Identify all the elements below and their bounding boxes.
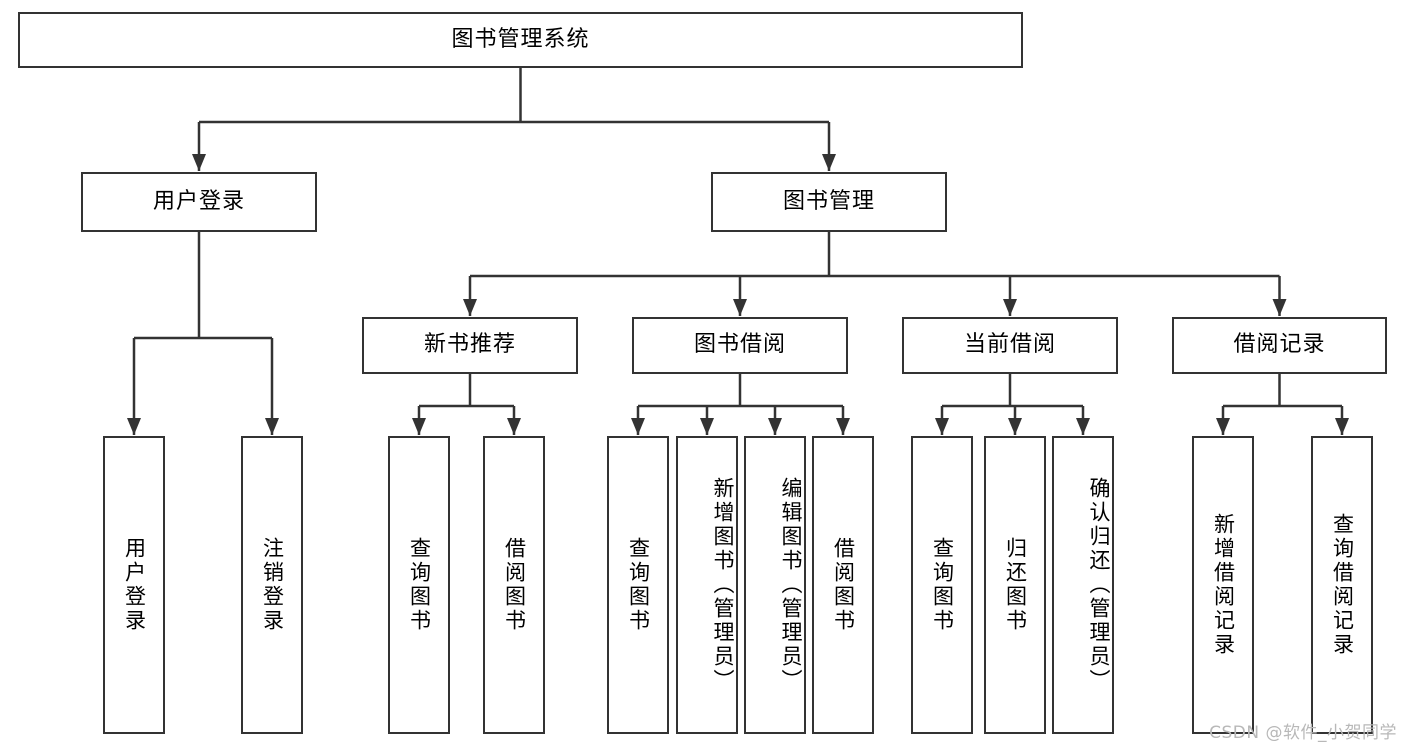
node-label: 用户登录 xyxy=(152,188,245,214)
node-label: 查询图书 xyxy=(407,537,432,633)
node-label: 注销登录 xyxy=(260,537,285,633)
node-borrow[interactable]: 图书借阅 xyxy=(632,317,848,374)
node-leaf-query-book-3[interactable]: 查询图书 xyxy=(911,436,973,734)
edge-arrowhead xyxy=(631,418,645,435)
edge-arrowhead xyxy=(700,418,714,435)
edge-arrowhead xyxy=(836,418,850,435)
node-leaf-borrow-book-2[interactable]: 借阅图书 xyxy=(812,436,874,734)
node-leaf-borrow-book-1[interactable]: 借阅图书 xyxy=(483,436,545,734)
node-leaf-query-book-2[interactable]: 查询图书 xyxy=(607,436,669,734)
node-login[interactable]: 用户登录 xyxy=(81,172,317,232)
edge-arrowhead xyxy=(822,154,836,171)
node-label: 归还图书 xyxy=(1003,537,1028,633)
node-leaf-query-record[interactable]: 查询借阅记录 xyxy=(1311,436,1373,734)
node-label: 查询借阅记录 xyxy=(1330,513,1355,657)
node-label: 图书管理 xyxy=(782,188,875,214)
csdn-watermark: CSDN @软件_小贺同学 xyxy=(1209,723,1397,743)
node-label: 查询图书 xyxy=(930,537,955,633)
node-newbook[interactable]: 新书推荐 xyxy=(362,317,578,374)
edge-arrowhead xyxy=(412,418,426,435)
edge-arrowhead xyxy=(507,418,521,435)
edge-arrowhead xyxy=(1272,299,1287,316)
node-leaf-user-login[interactable]: 用户登录 xyxy=(103,436,165,734)
node-leaf-edit-book[interactable]: 编辑图书（管理员） xyxy=(744,436,806,734)
edge-arrowhead xyxy=(1216,418,1230,435)
edge-arrowhead xyxy=(192,154,206,171)
node-label: 借阅图书 xyxy=(831,537,856,633)
edge-arrowhead xyxy=(768,418,782,435)
node-records[interactable]: 借阅记录 xyxy=(1172,317,1387,374)
edge-arrowhead xyxy=(733,299,747,316)
node-leaf-add-record[interactable]: 新增借阅记录 xyxy=(1192,436,1254,734)
node-label: 借阅记录 xyxy=(1233,332,1326,358)
node-leaf-return-book[interactable]: 归还图书 xyxy=(984,436,1046,734)
node-label: 查询图书 xyxy=(626,537,651,633)
edge-arrowhead xyxy=(463,299,477,316)
node-leaf-add-book[interactable]: 新增图书（管理员） xyxy=(676,436,738,734)
edge-arrowhead xyxy=(1076,418,1090,435)
node-bookmgmt[interactable]: 图书管理 xyxy=(711,172,947,232)
node-root[interactable]: 图书管理系统 xyxy=(18,12,1023,68)
edge-arrowhead xyxy=(1003,299,1017,316)
edge-arrowhead xyxy=(265,418,279,435)
node-label: 图书管理系统 xyxy=(451,26,590,52)
node-label: 用户登录 xyxy=(122,537,147,633)
node-leaf-user-logout[interactable]: 注销登录 xyxy=(241,436,303,734)
node-current[interactable]: 当前借阅 xyxy=(902,317,1118,374)
node-label: 编辑图书（管理员） xyxy=(779,477,803,693)
edge-arrowhead xyxy=(1008,418,1022,435)
node-leaf-confirm-return[interactable]: 确认归还（管理员） xyxy=(1052,436,1114,734)
edge-arrowhead xyxy=(1335,418,1349,435)
node-label: 当前借阅 xyxy=(963,332,1056,358)
node-label: 新增借阅记录 xyxy=(1211,513,1236,657)
node-label: 确认归还（管理员） xyxy=(1087,477,1111,693)
node-label: 借阅图书 xyxy=(502,537,527,633)
node-label: 新书推荐 xyxy=(423,332,516,358)
node-label: 新增图书（管理员） xyxy=(711,477,735,693)
node-label: 图书借阅 xyxy=(693,332,786,358)
edge-arrowhead xyxy=(127,418,141,435)
edge-arrowhead xyxy=(935,418,949,435)
node-leaf-query-book-1[interactable]: 查询图书 xyxy=(388,436,450,734)
